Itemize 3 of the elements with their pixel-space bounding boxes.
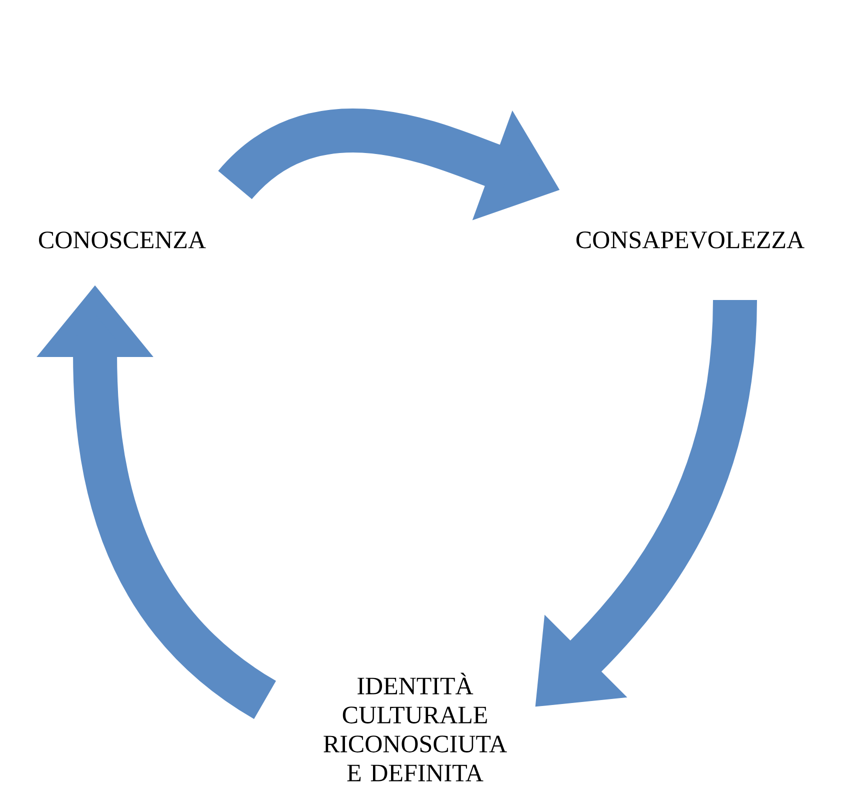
cycle-label: CONOSCENZA: [39, 232, 206, 248]
cycle-label: CONSAPEVOLEZZA: [576, 232, 804, 248]
cycle-label: IDENTITÀ CULTURALE RICONOSCIUTA E DEFINITA: [324, 672, 507, 782]
